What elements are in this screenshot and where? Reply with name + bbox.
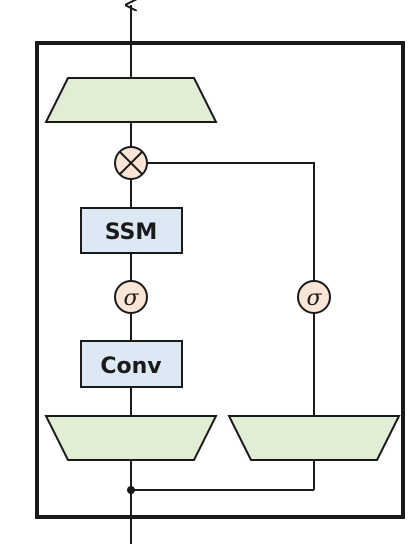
multiply-icon <box>114 146 148 180</box>
left-sigma-symbol: σ <box>123 286 139 311</box>
conv-block <box>80 340 183 388</box>
ssm-label: SSM <box>105 220 158 245</box>
output-projection <box>44 77 218 123</box>
conv-label: Conv <box>100 354 162 379</box>
right-sigma-symbol: σ <box>306 286 322 311</box>
outer-frame <box>35 41 405 519</box>
gate-connector-line <box>147 162 315 281</box>
ssm-block <box>80 207 183 254</box>
right-input-projection <box>227 415 401 461</box>
left-input-projection <box>44 415 218 461</box>
